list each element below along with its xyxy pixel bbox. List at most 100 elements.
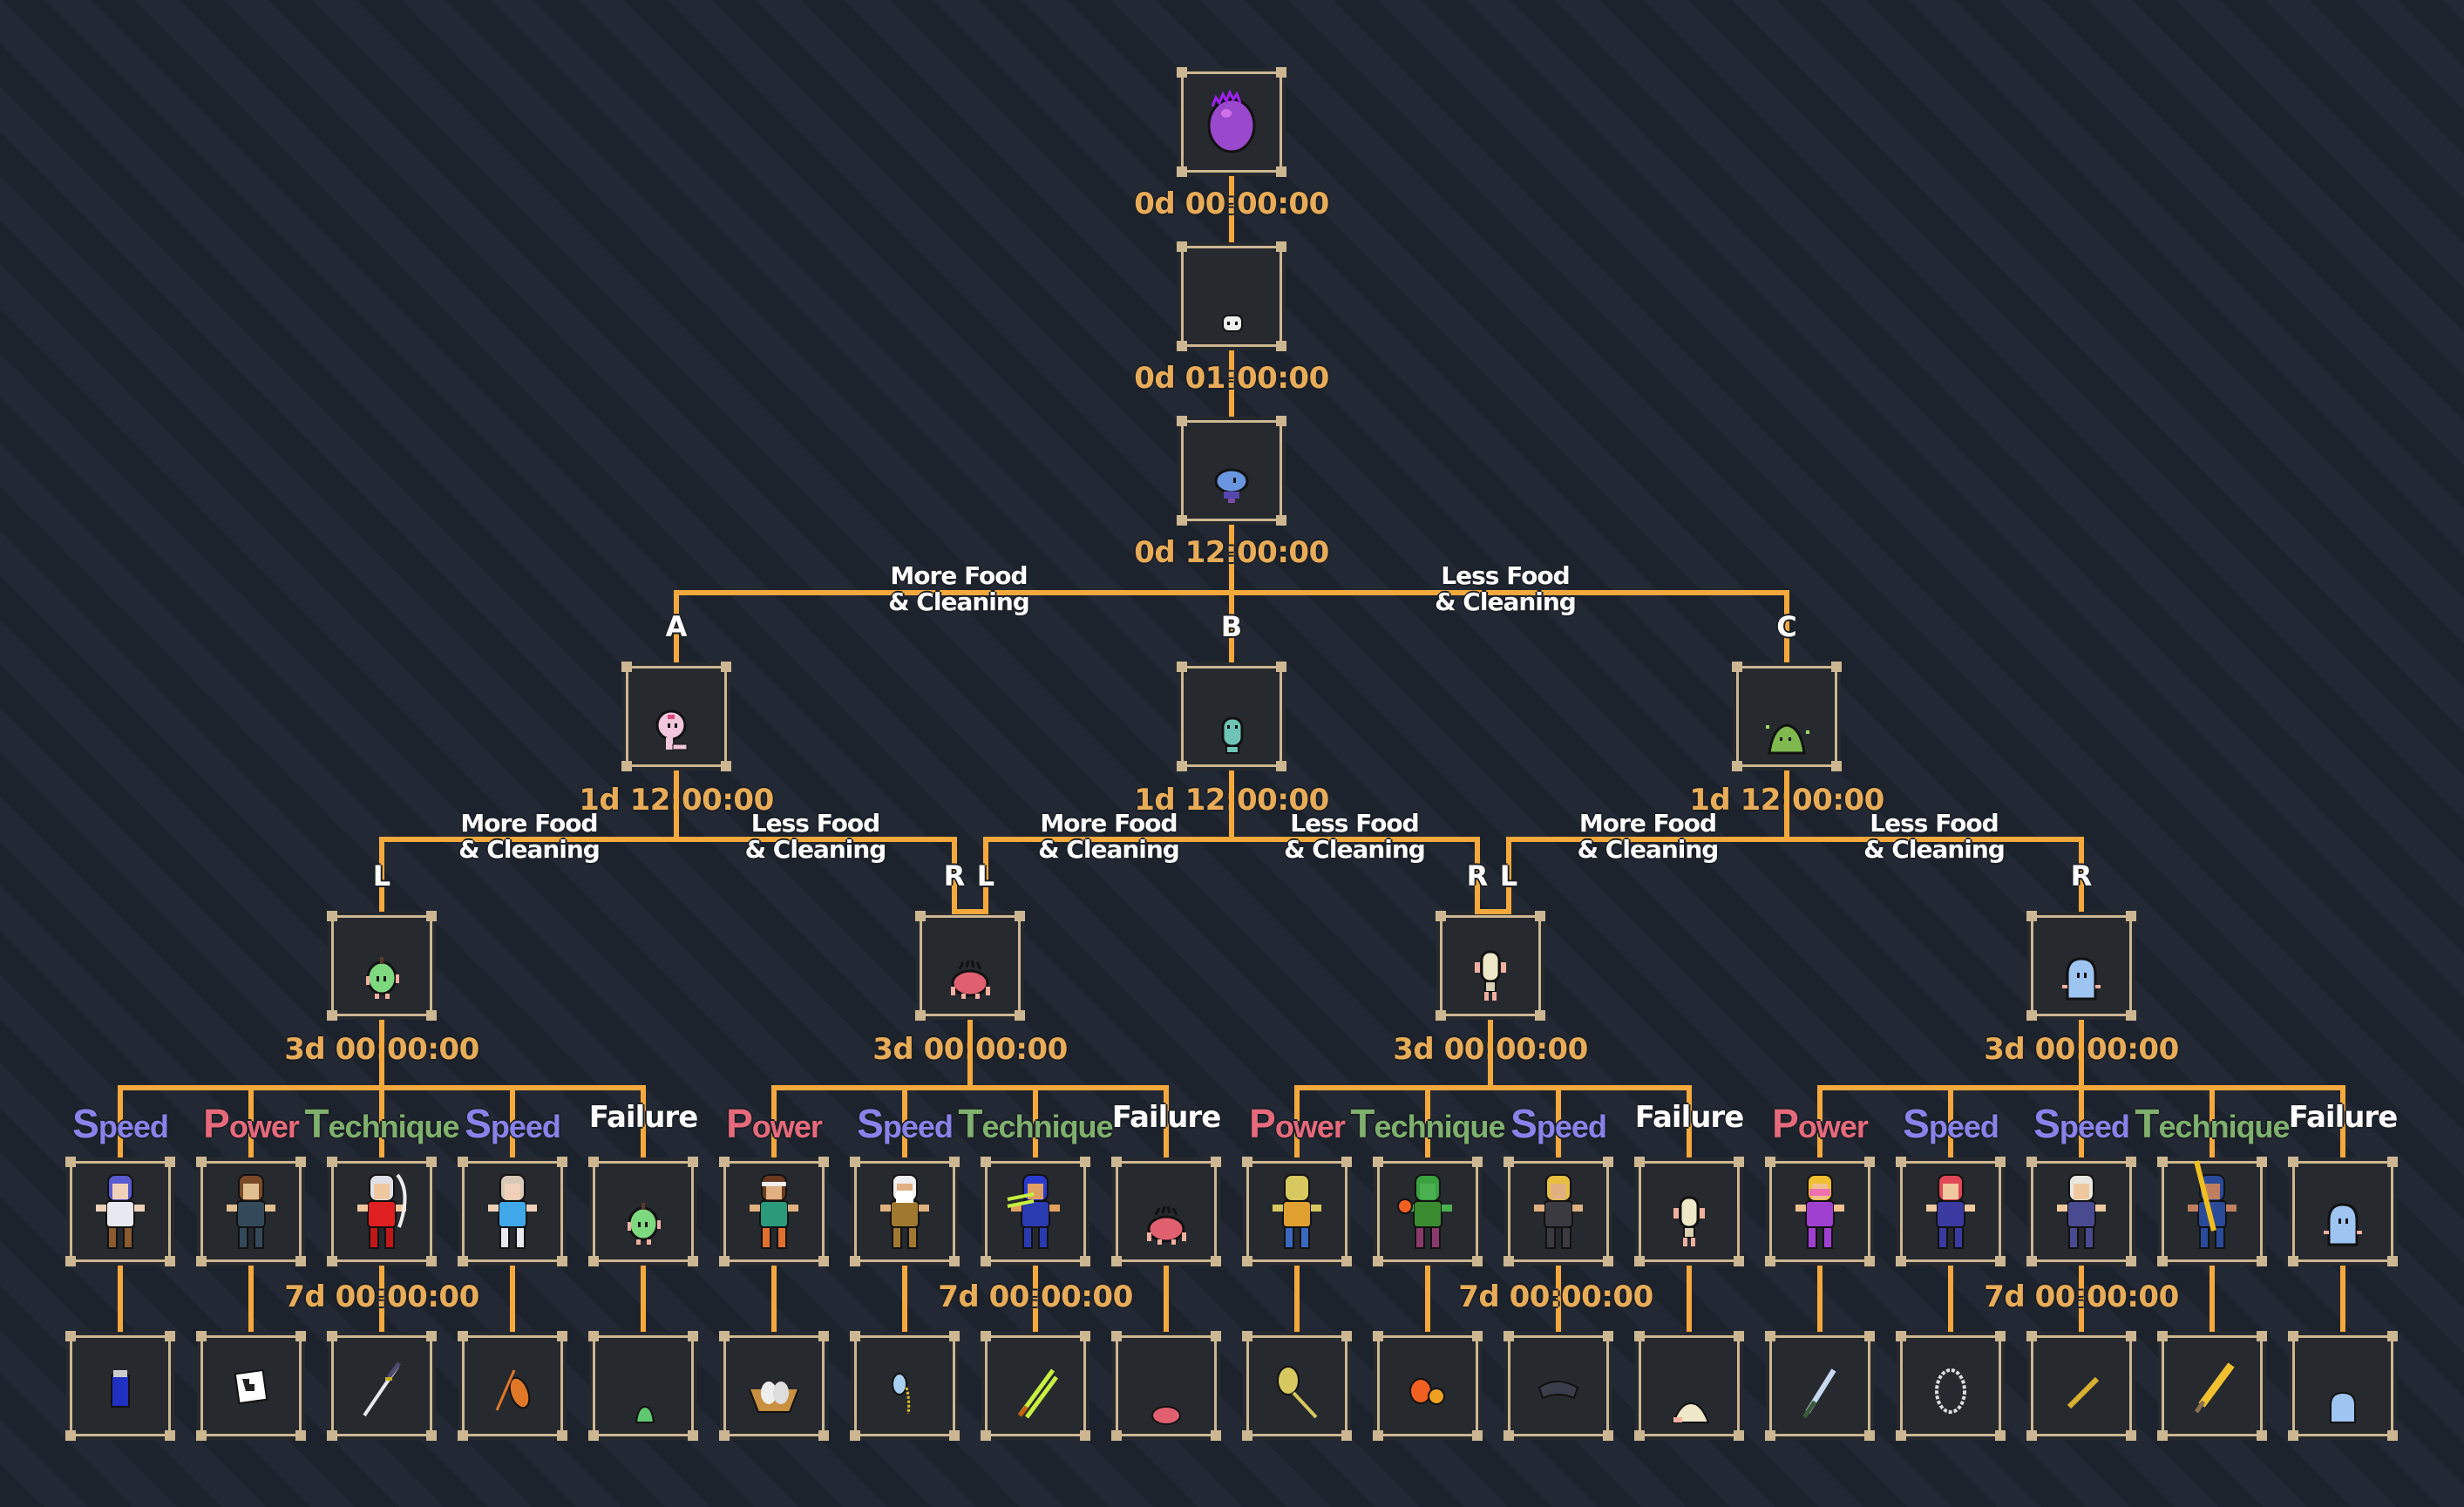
stage-node-baby1[interactable] (1177, 241, 1286, 351)
final-form-15[interactable] (2026, 1157, 2136, 1266)
reward-item-0[interactable] (65, 1331, 175, 1441)
final-form-7[interactable] (981, 1157, 1090, 1266)
stat-label-failure: Failure (588, 1100, 699, 1135)
box-corner (1341, 1430, 1352, 1441)
final-form-0[interactable] (65, 1157, 175, 1266)
final-form-8[interactable] (1111, 1157, 1221, 1266)
spiky-haired-purple-icon (1795, 1174, 1844, 1249)
final-form-3[interactable] (458, 1157, 567, 1266)
bone-figure-icon (1475, 950, 1506, 1001)
stat-label-rest: echnique (328, 1109, 460, 1144)
stat-label-initial: S (1510, 1101, 1537, 1146)
form-node-1[interactable] (915, 911, 1025, 1021)
final-form-13[interactable] (1765, 1157, 1875, 1266)
reward-item-6[interactable] (850, 1331, 960, 1441)
teal-sprout-icon (1221, 716, 1244, 754)
box-corner (327, 1256, 337, 1266)
form-node-2[interactable] (1436, 911, 1545, 1021)
reward-item-10[interactable] (1373, 1331, 1483, 1441)
stat-label-technique: Technique (958, 1100, 1113, 1147)
condition-less-food-cleaning-line1: Less Food (1870, 809, 1999, 838)
connector-line (1229, 770, 1234, 839)
reward-item-5[interactable] (719, 1331, 829, 1441)
box-corner (1765, 1157, 1775, 1167)
box-corner (1276, 515, 1286, 526)
red-crab-icon (951, 960, 990, 999)
box-corner (295, 1331, 306, 1341)
final-form-17[interactable] (2288, 1157, 2398, 1266)
reward-item-3[interactable] (458, 1331, 567, 1441)
bone-figure-icon (1673, 1196, 1705, 1246)
box-corner (2257, 1430, 2267, 1441)
box-corner (2157, 1157, 2168, 1167)
form-node-3[interactable] (2026, 911, 2136, 1021)
connector-line (379, 1088, 384, 1157)
connector-line (1294, 1266, 1300, 1332)
box-corner (1177, 515, 1187, 526)
final-form-14[interactable] (1896, 1157, 2006, 1266)
reward-item-4[interactable] (588, 1331, 698, 1441)
reward-item-7[interactable] (981, 1331, 1090, 1441)
final-form-2[interactable] (327, 1157, 437, 1266)
stat-label-rest: peed (882, 1109, 954, 1144)
stat-label-rest: ower (751, 1109, 823, 1144)
reward-item-12[interactable] (1634, 1331, 1744, 1441)
box-corner (719, 1157, 730, 1167)
condition-less-food-cleaning-line2: & Cleaning (1284, 835, 1426, 864)
green-blades-icon (1017, 1368, 1059, 1419)
headband-brawler-icon (750, 1174, 798, 1249)
reward-item-13[interactable] (1765, 1331, 1875, 1441)
box-corner (1634, 1331, 1645, 1341)
box-corner (981, 1256, 991, 1266)
box-corner (1734, 1331, 1744, 1341)
branch-node-C[interactable] (1732, 662, 1842, 771)
final-form-1[interactable] (196, 1157, 306, 1266)
box-corner (1177, 761, 1187, 771)
reward-item-14[interactable] (1896, 1331, 2006, 1441)
reward-item-15[interactable] (2026, 1331, 2136, 1441)
final-form-12[interactable] (1634, 1157, 1744, 1266)
box-corner (1535, 1010, 1545, 1021)
blue-dress-girl-icon (488, 1174, 537, 1249)
white-blob-icon (1222, 315, 1243, 332)
box-corner (2157, 1430, 2168, 1441)
final-time-label: 7d 00:00:00 (284, 1280, 479, 1314)
box-corner (1111, 1430, 1122, 1441)
stat-label-failure: Failure (2288, 1100, 2399, 1135)
final-form-16[interactable] (2157, 1157, 2267, 1266)
box-corner (458, 1430, 468, 1441)
condition-less-food-cleaning: Less Food& Cleaning (1863, 809, 2006, 863)
green-pear-icon (628, 1203, 661, 1245)
reward-item-9[interactable] (1242, 1331, 1352, 1441)
branch-node-B[interactable] (1177, 662, 1286, 771)
final-form-6[interactable] (850, 1157, 960, 1266)
stage-node-egg[interactable] (1177, 67, 1286, 177)
reward-item-17[interactable] (2288, 1331, 2398, 1441)
form-node-0[interactable] (327, 911, 437, 1021)
condition-more-food-cleaning: More Food& Cleaning (1578, 811, 1720, 863)
final-form-9[interactable] (1242, 1157, 1352, 1266)
final-form-11[interactable] (1504, 1157, 1613, 1266)
connector-line (1229, 525, 1234, 593)
condition-less-food-cleaning: Less Food& Cleaning (1435, 563, 1577, 615)
stat-label-technique: Technique (304, 1100, 460, 1147)
connector-line (379, 839, 384, 912)
reward-item-2[interactable] (327, 1331, 437, 1441)
box-corner (1634, 1430, 1645, 1441)
branch-letter: L (372, 859, 391, 893)
reward-item-16[interactable] (2157, 1331, 2267, 1441)
green-pear-icon (366, 957, 399, 999)
stage-node-baby2[interactable] (1177, 416, 1286, 526)
box-corner (949, 1331, 960, 1341)
reward-item-8[interactable] (1111, 1331, 1221, 1441)
stat-label-rest: ower (1274, 1109, 1346, 1144)
monocle-icon (892, 1373, 911, 1415)
box-corner (1472, 1331, 1483, 1341)
reward-item-1[interactable] (196, 1331, 306, 1441)
branch-node-A[interactable] (621, 662, 731, 771)
reward-item-11[interactable] (1504, 1331, 1613, 1441)
stage-time-label: 0d 01:00:00 (1134, 361, 1329, 396)
final-form-5[interactable] (719, 1157, 829, 1266)
final-form-4[interactable] (588, 1157, 698, 1266)
final-form-10[interactable] (1373, 1157, 1483, 1266)
